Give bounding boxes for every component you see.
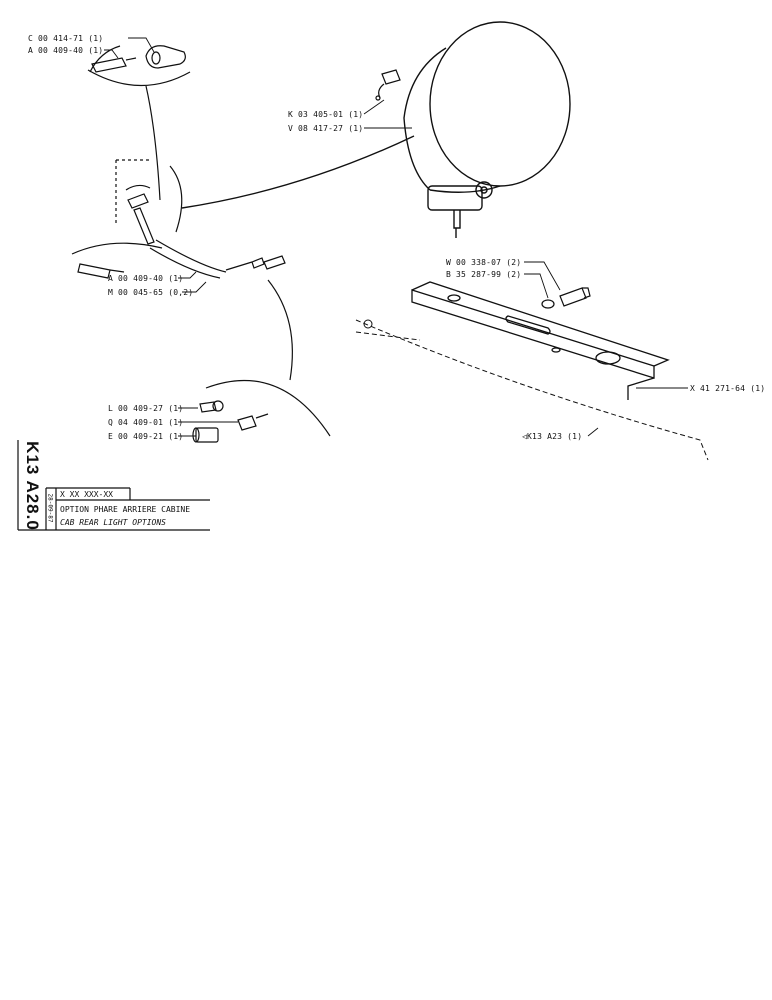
mounting-bracket xyxy=(411,281,670,400)
work-lamp xyxy=(403,21,571,238)
harness-assembly xyxy=(149,239,293,381)
label-terminal-mid: A 00 409-40 (1) xyxy=(108,274,183,283)
label-lamp: V 08 417-27 (1) xyxy=(288,124,363,133)
cab-ref-text: K13 A23 (1) xyxy=(527,432,582,441)
label-connector-cover: C 00 414-71 (1) xyxy=(28,34,103,43)
drawing-date: 28-09-87 xyxy=(44,488,56,530)
screw-washer xyxy=(541,287,591,309)
main-cable xyxy=(181,135,415,209)
label-plug: E 00 409-21 (1) xyxy=(108,432,183,441)
connector-inset-top xyxy=(87,45,191,201)
label-terminal-top: A 00 409-40 (1) xyxy=(28,46,103,55)
small-parts-inset xyxy=(192,380,331,443)
label-cab-ref: ◁K13 A23 (1) xyxy=(522,432,582,441)
label-harness: M 00 045-65 (0,2) xyxy=(108,288,193,297)
title-french: OPTION PHARE ARRIERE CABINE xyxy=(60,505,191,514)
bulb-part xyxy=(375,69,401,101)
title-english: CAB REAR LIGHT OPTIONS xyxy=(60,518,166,527)
serial-number: X XX XXX-XX xyxy=(60,490,113,499)
label-bulb: K 03 405-01 (1) xyxy=(288,110,363,119)
drawing-code-text: K13 A28.0 xyxy=(23,441,42,531)
title-block-frame xyxy=(17,440,210,531)
label-fastener: Q 04 409-01 (1) xyxy=(108,418,183,427)
cab-ref-arrow: ◁ xyxy=(522,432,527,441)
leader-lines xyxy=(104,37,688,437)
drawing-date-text: 28-09-87 xyxy=(46,493,54,523)
label-ring-terminal: L 00 409-27 (1) xyxy=(108,404,183,413)
label-screw: B 35 287-99 (2) xyxy=(446,270,521,279)
label-washer: W 00 338-07 (2) xyxy=(446,258,521,267)
junction-inset xyxy=(71,159,183,279)
label-bracket: X 41 271-64 (1) xyxy=(690,384,765,393)
cab-outline xyxy=(355,319,709,461)
